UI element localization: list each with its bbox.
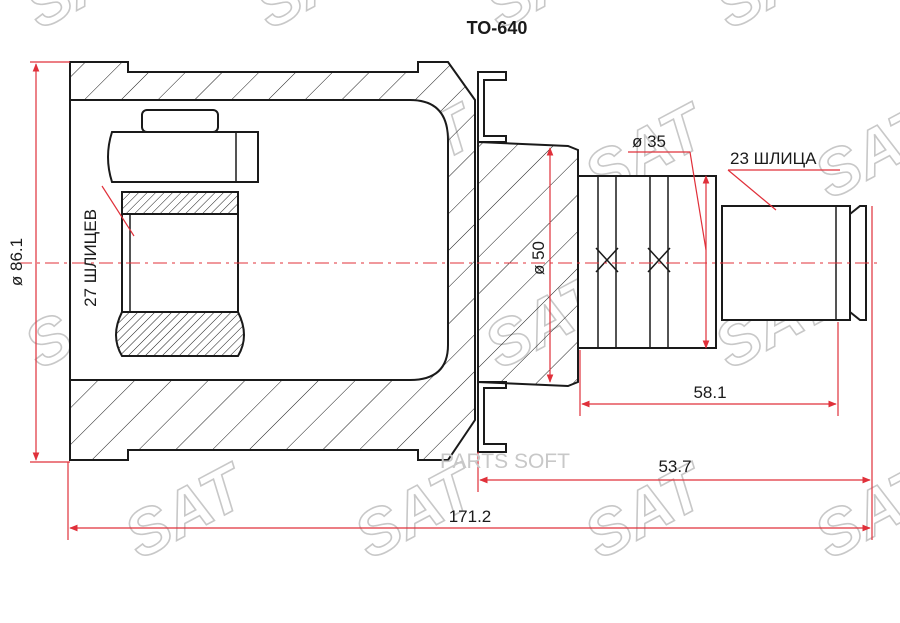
outer-splines-label: 23 ШЛИЦА (730, 149, 817, 168)
brand-watermark-logo: SAT (573, 449, 720, 573)
brand-watermark-logo: SAT (803, 89, 900, 213)
outer-diameter-label: ø 86.1 (7, 238, 26, 286)
parts-soft-watermark: PARTS SOFT (440, 450, 570, 473)
dimension-lines (30, 61, 873, 540)
brand-watermark-logo: SAT (803, 449, 900, 573)
overall-length-label: 171.2 (449, 507, 492, 526)
tripod-assembly (107, 109, 259, 357)
part-number-title: TO-640 (467, 18, 528, 38)
brand-watermark-logo: SAT (13, 0, 160, 42)
brand-watermark-logo: SAT (243, 0, 390, 42)
flange (477, 71, 579, 453)
brand-watermark-logo: SAT (703, 0, 850, 42)
shaft-length-label: 58.1 (693, 383, 726, 402)
inner-splines-label: 27 ШЛИЦЕВ (81, 209, 100, 307)
flange-diameter-label: ø 50 (529, 241, 548, 275)
dimension-labels: ø 86.1 ø 50 ø 35 171.2 53.7 58.1 23 ШЛИЦ… (7, 132, 817, 526)
shaft-diameter-label: ø 35 (632, 132, 666, 151)
stem-length-label: 53.7 (658, 457, 691, 476)
brand-watermark-logo: SAT (113, 449, 260, 573)
